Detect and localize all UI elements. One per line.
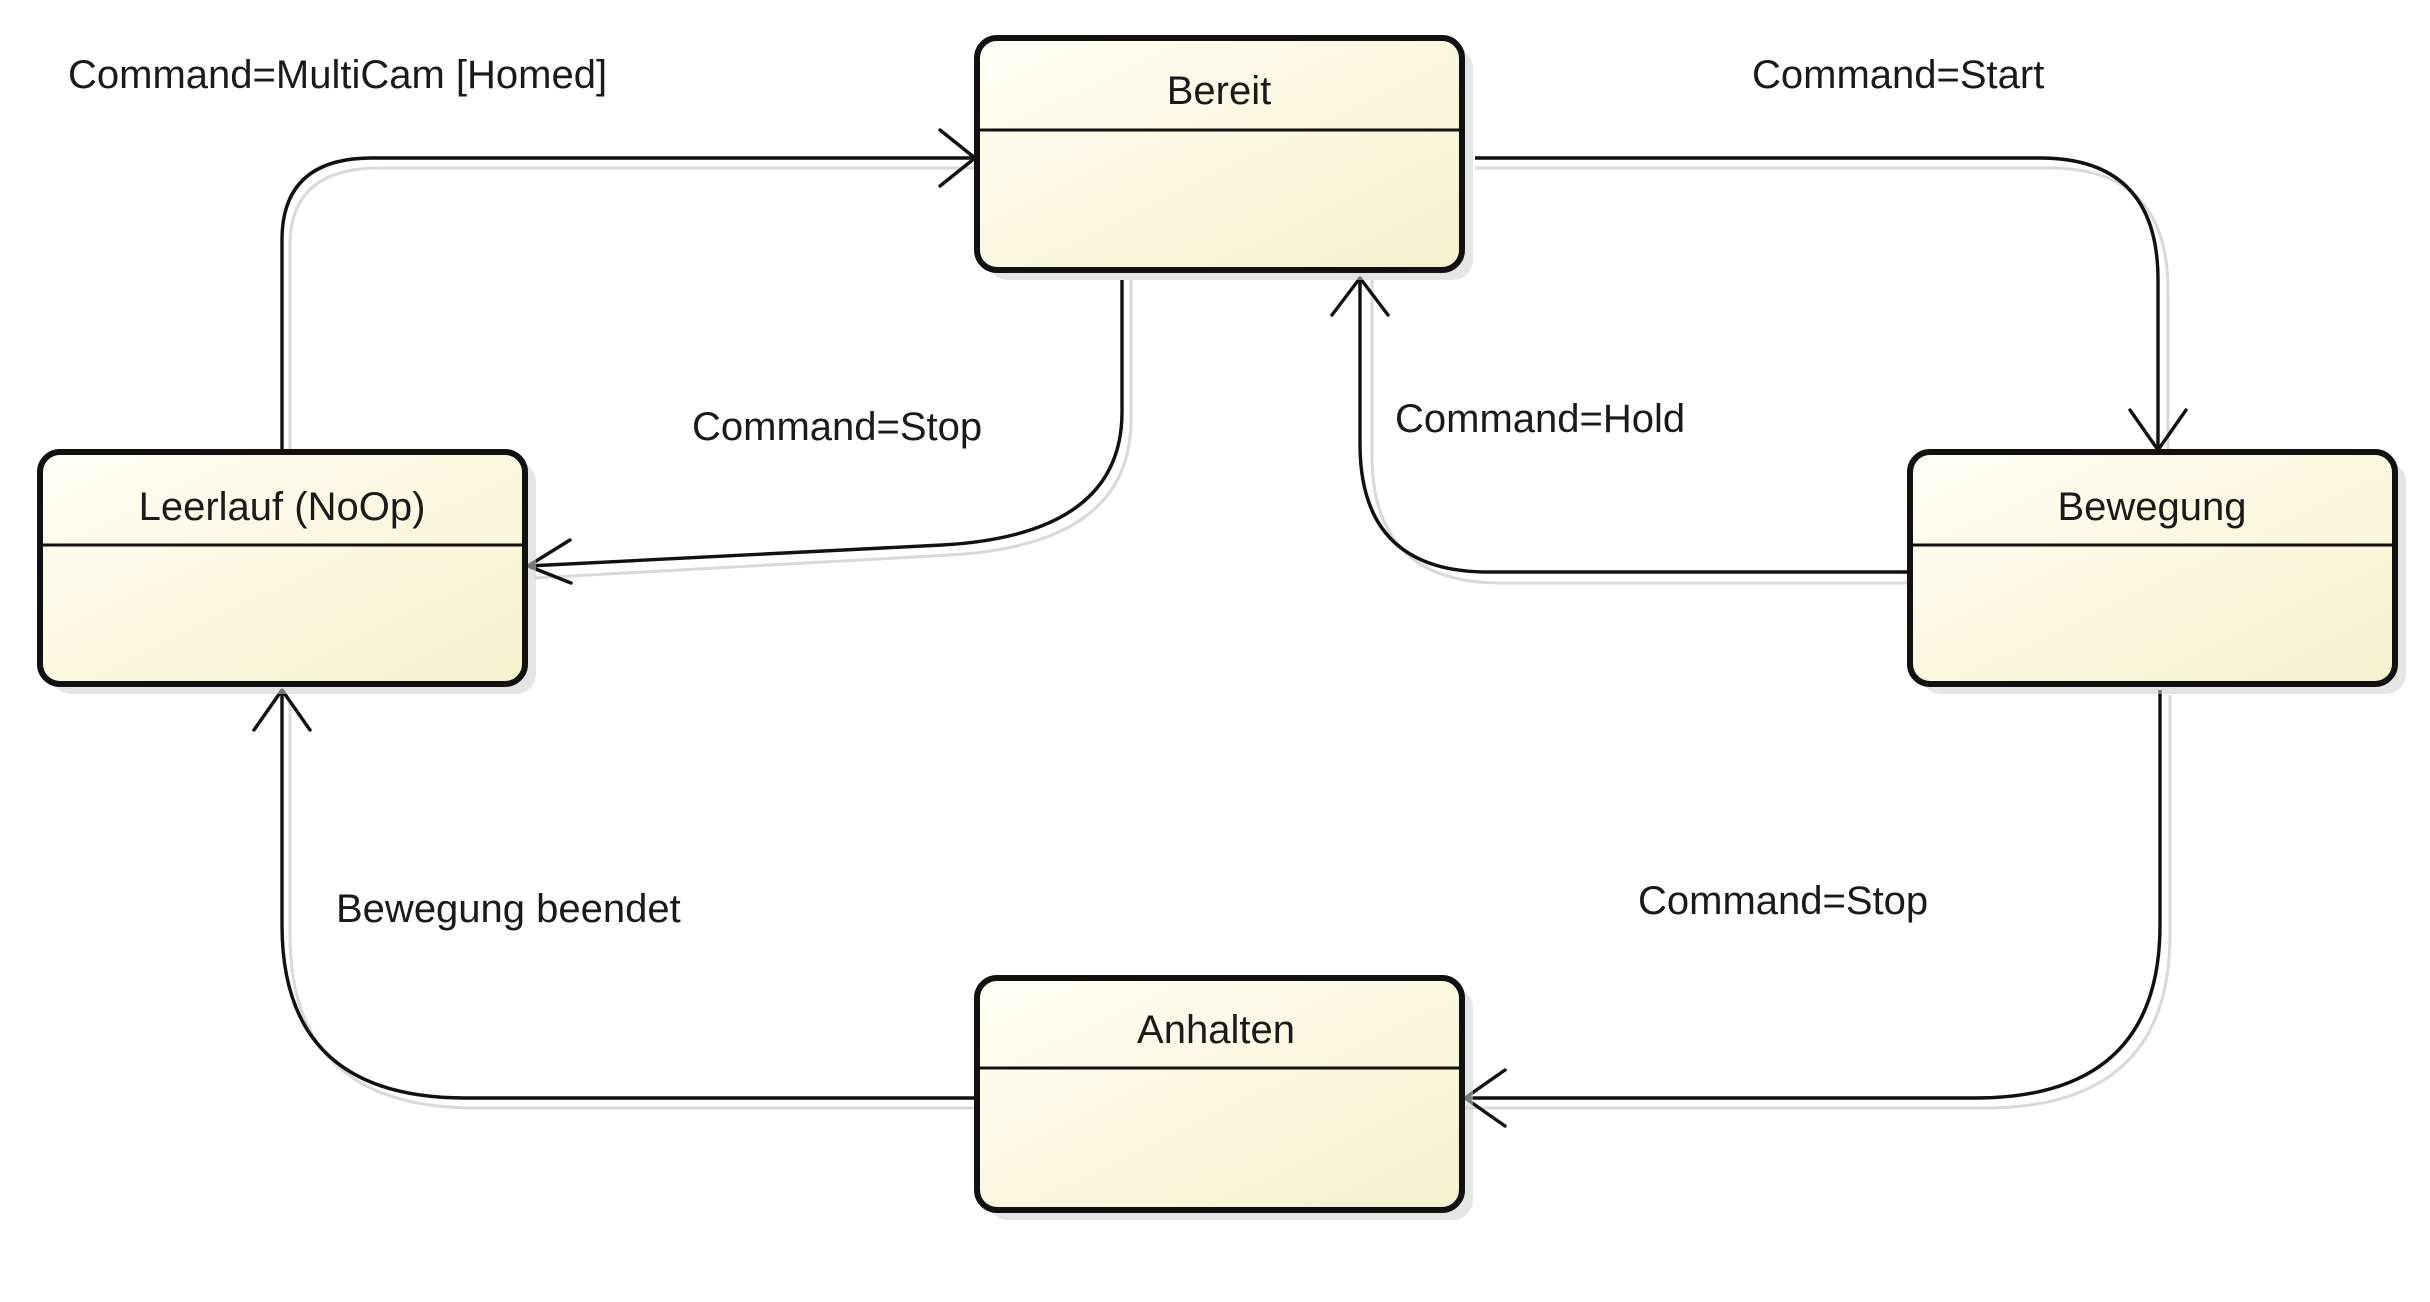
state-name-bewegung: Bewegung [2057, 485, 2246, 529]
label-bewegung-to-anhalten: Command=Stop [1638, 879, 1928, 923]
label-bewegung-to-bereit: Command=Hold [1395, 397, 1685, 441]
label-anhalten-to-leerlauf: Bewegung beendet [336, 887, 681, 931]
state-bereit: Bereit [974, 35, 1473, 280]
label-bereit-to-bewegung: Command=Start [1752, 53, 2044, 97]
state-name-bereit: Bereit [1167, 69, 1272, 113]
state-leerlauf: Leerlauf (NoOp) [37, 449, 536, 694]
transition-leerlauf-to-bereit [280, 128, 980, 450]
label-leerlauf-to-bereit: Command=MultiCam [Homed] [68, 53, 607, 97]
state-name-leerlauf: Leerlauf (NoOp) [139, 485, 426, 529]
state-name-anhalten: Anhalten [1137, 1008, 1295, 1052]
state-bewegung: Bewegung [1907, 449, 2406, 694]
state-anhalten: Anhalten [974, 975, 1473, 1220]
label-bereit-to-leerlauf: Command=Stop [692, 405, 982, 449]
